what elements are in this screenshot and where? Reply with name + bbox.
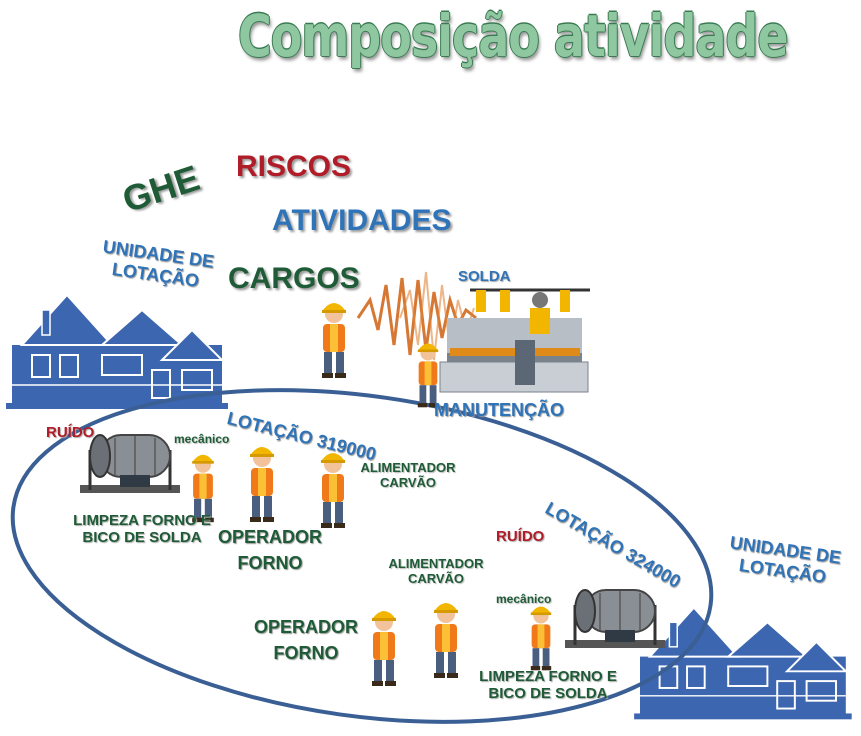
limpeza-label-1: LIMPEZA FORNO E BICO DE SOLDA <box>62 512 222 546</box>
alimentador-2-line1: ALIMENTADOR <box>388 556 484 571</box>
worker-icon-maintenance <box>417 343 439 408</box>
worker-icon-feeder-1 <box>321 453 345 528</box>
ghe-ellipse <box>10 388 714 724</box>
operador-2-line2: FORNO <box>273 643 339 663</box>
worker-icon-mechanic-2 <box>530 606 552 671</box>
mecanico-label-1: mecânico <box>174 432 230 446</box>
worker-icon-inspector <box>322 303 346 378</box>
manutencao-label: MANUTENÇÃO <box>434 400 564 420</box>
atividades-label: ATIVIDADES <box>272 204 452 237</box>
ruido-label-2: RUÍDO <box>496 528 545 545</box>
furnace-icon-1 <box>78 433 182 495</box>
alimentador-1-line2: CARVÃO <box>379 475 437 490</box>
operador-label-2: OPERADOR FORNO <box>244 614 368 666</box>
cargos-label: CARGOS <box>228 262 360 295</box>
page-title: Composição atividade <box>238 2 789 70</box>
mecanico-label-2: mecânico <box>496 592 552 606</box>
riscos-label: RISCOS <box>236 150 352 183</box>
limpeza-1-line2: BICO DE SOLDA <box>82 529 202 546</box>
alimentador-2-line2: CARVÃO <box>407 571 465 586</box>
house-icon-top <box>5 294 229 410</box>
furnace-icon-2 <box>563 588 667 650</box>
limpeza-label-2: LIMPEZA FORNO E BICO DE SOLDA <box>468 668 628 702</box>
ruido-label-1: RUÍDO <box>46 424 95 441</box>
house-icon-bottom <box>633 606 853 721</box>
limpeza-2-line1: LIMPEZA FORNO E <box>479 668 617 685</box>
worker-icon-operator-1 <box>250 447 274 522</box>
alimentador-label-1: ALIMENTADOR CARVÃO <box>348 460 468 490</box>
welding-line-icon <box>439 288 590 393</box>
worker-icon-operator-2 <box>372 611 396 686</box>
worker-icon-feeder-2 <box>434 603 458 678</box>
operador-1-line1: OPERADOR <box>217 527 322 547</box>
alimentador-label-2: ALIMENTADOR CARVÃO <box>376 556 496 586</box>
limpeza-2-line2: BICO DE SOLDA <box>488 685 608 702</box>
operador-1-line2: FORNO <box>237 553 303 573</box>
operador-label-1: OPERADOR FORNO <box>208 524 332 576</box>
limpeza-1-line1: LIMPEZA FORNO E <box>73 512 211 529</box>
solda-label: SOLDA <box>458 268 511 285</box>
operador-2-line1: OPERADOR <box>253 617 358 637</box>
alimentador-1-line1: ALIMENTADOR <box>360 460 456 475</box>
sound-wave-icon <box>356 271 477 361</box>
